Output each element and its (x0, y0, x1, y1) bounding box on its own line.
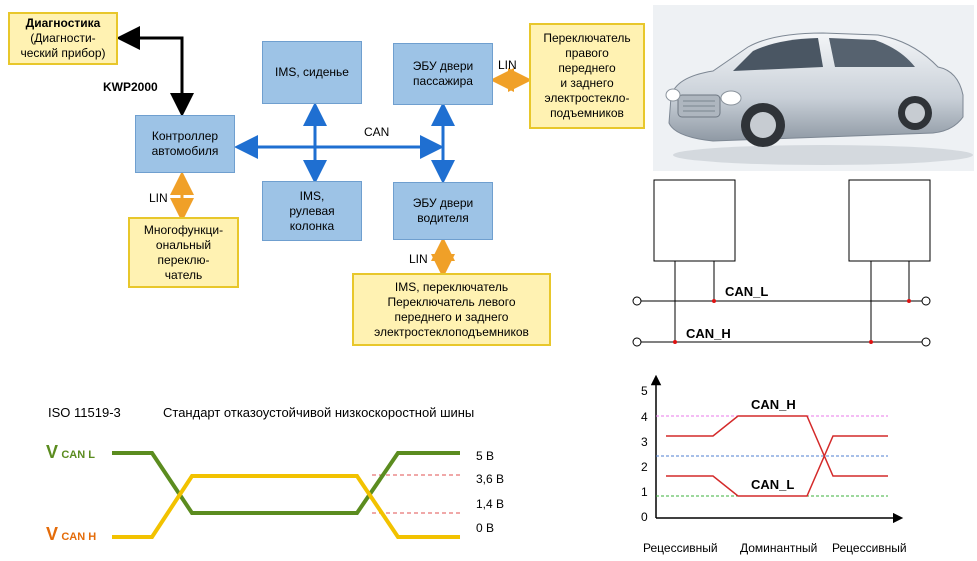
wave-can-l (112, 451, 460, 515)
sig-can-h (666, 415, 888, 477)
y-tick-3: 3 (641, 435, 648, 449)
bus-end-lb (632, 337, 642, 347)
diagnostics-box: Диагностика (Диагности- ческий прибор) (8, 12, 118, 65)
y-tick-5: 5 (641, 384, 648, 398)
node-left (653, 179, 736, 262)
car-image (653, 5, 974, 171)
node-right (848, 179, 931, 262)
level-0v: 0 В (476, 521, 495, 535)
mfs-line-1: Многофункци- (143, 222, 224, 237)
diag-line-1: Диагностика (25, 16, 101, 30)
mfs-line-2: ональный (155, 237, 212, 252)
rsw-line-3: переднего (558, 61, 616, 75)
iso-code: ISO 11519-3 (48, 405, 121, 420)
car-illustration (653, 5, 974, 171)
controller-box: Контроллер автомобиля (135, 115, 235, 173)
vcanh-v: V (46, 524, 59, 544)
ecu-passenger-box: ЭБУ двери пассажира (393, 43, 493, 105)
can-label: CAN (364, 125, 390, 139)
bus-can-h-label: CAN_H (686, 326, 731, 341)
lsw-line-1: IMS, переключатель (394, 279, 509, 294)
iso-title: Стандарт отказоустойчивой низкоскоростно… (163, 405, 475, 420)
level-5v: 5 В (476, 449, 495, 463)
y-tick-1: 1 (641, 485, 648, 499)
vcanh-label: V CAN H (46, 524, 96, 545)
vcanl-v: V (46, 442, 59, 462)
y-tick-2: 2 (641, 460, 648, 474)
signal-can-l-label: CAN_L (751, 477, 795, 492)
y-tick-4: 4 (641, 410, 648, 424)
level-3v6: 3,6 В (476, 472, 505, 486)
rsw-line-5: электростекло- (544, 91, 630, 105)
multifunction-switch-box: Многофункци- ональный переклю- чатель (128, 217, 239, 288)
x-label-dominant: Доминантный (740, 541, 818, 555)
ims-steer-line-1: IMS, (299, 188, 325, 203)
signal-can-h-label: CAN_H (751, 397, 796, 412)
lsw-line-4: электростеклоподъемников (374, 324, 529, 339)
lin-right-label: LIN (498, 58, 517, 72)
sig-can-l (666, 435, 888, 497)
y-tick-0: 0 (641, 510, 648, 524)
rsw-line-4: и заднего (560, 76, 614, 90)
controller-line-2: автомобиля (151, 144, 219, 158)
lin-bottom-label: LIN (409, 252, 428, 266)
rsw-line-6: подъемников (550, 106, 624, 120)
ecu-drv-line-2: водителя (417, 211, 469, 225)
lsw-line-2: Переключатель левого (387, 294, 516, 309)
right-window-switch-box: Переключатель правого переднего и заднег… (529, 23, 645, 129)
mfs-line-3: переклю- (157, 252, 210, 267)
ecu-drv-line-1: ЭБУ двери (412, 196, 474, 210)
bus-end-lt (632, 296, 642, 306)
rsw-line-1: Переключатель (543, 31, 631, 45)
ims-steer-line-3: колонка (289, 218, 335, 233)
mfs-line-4: чатель (164, 267, 203, 282)
x-label-recessive-1: Рецессивный (643, 541, 718, 555)
lin-left-label: LIN (149, 191, 168, 205)
x-label-recessive-2: Рецессивный (832, 541, 907, 555)
level-1v4: 1,4 В (476, 497, 505, 511)
ims-steer-line-2: рулевая (289, 203, 335, 218)
bus-end-rb (921, 337, 931, 347)
vcanl-label: V CAN L (46, 442, 95, 463)
wave-can-h (112, 474, 460, 539)
ims-seat-box: IMS, сиденье (262, 41, 362, 104)
ims-steering-box: IMS, рулевая колонка (262, 181, 362, 241)
ecu-pass-line-2: пассажира (413, 74, 473, 88)
bus-can-l-label: CAN_L (725, 284, 769, 299)
bus-end-rt (921, 296, 931, 306)
diag-line-3: ческий прибор) (20, 46, 106, 60)
ims-seat-label: IMS, сиденье (275, 65, 349, 79)
controller-line-1: Контроллер (151, 129, 219, 143)
rsw-line-2: правого (565, 46, 609, 60)
vcanh-sub: CAN H (61, 531, 97, 543)
left-window-switch-box: IMS, переключатель Переключатель левого … (352, 273, 551, 346)
kwp-label: KWP2000 (103, 80, 158, 94)
lsw-line-3: переднего и заднего (394, 309, 509, 324)
vcanl-sub: CAN L (61, 449, 95, 461)
diag-line-2: (Диагности- (30, 31, 96, 45)
ecu-pass-line-1: ЭБУ двери (412, 59, 474, 73)
ecu-driver-box: ЭБУ двери водителя (393, 182, 493, 240)
